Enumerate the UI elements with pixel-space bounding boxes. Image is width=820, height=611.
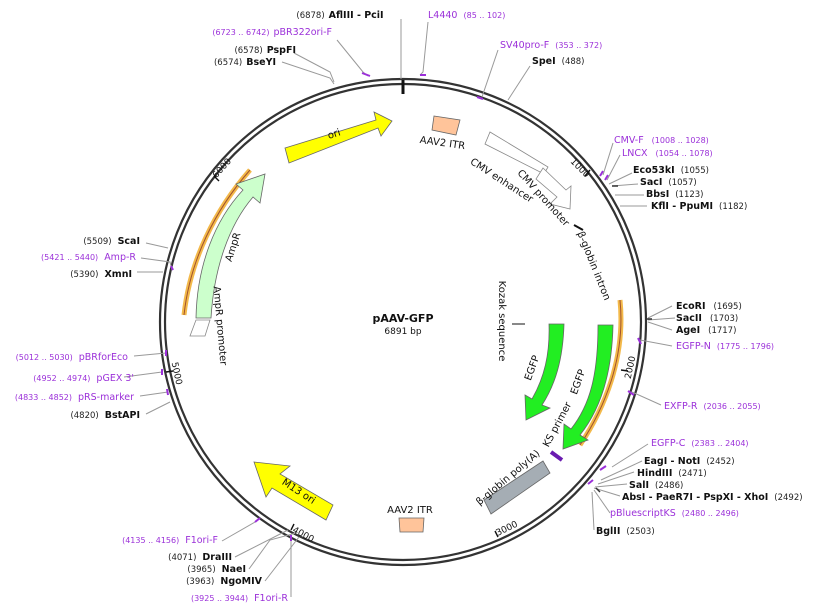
ori-arrow <box>284 111 393 164</box>
label-exfp-r: EXFP-R(2036 .. 2055) <box>664 401 761 412</box>
feature-label-beta-globin-intron: β-globin intron <box>574 230 612 302</box>
label-ngomiv: (3963)NgoMIV <box>186 576 263 587</box>
label-pgex3: (4952 .. 4974)pGEX 3' <box>33 373 134 384</box>
label-absi-xhoi: AbsI - PaeR7I - PspXI - XhoI(2492) <box>622 492 803 503</box>
tick-label-1000: 1000 <box>568 157 591 180</box>
label-f1ori-r: (3925 .. 3944)F1ori-R <box>191 593 288 604</box>
beta-globin-intron-mark <box>573 224 584 231</box>
aav2-itr-bottom <box>398 517 425 533</box>
label-egfp-n: EGFP-N(1775 .. 1796) <box>676 341 774 352</box>
label-scai: (5509)ScaI <box>83 236 140 247</box>
label-sali: SalI(2486) <box>629 480 683 491</box>
label-agei: AgeI(1717) <box>676 325 736 336</box>
label-naei: (3965)NaeI <box>187 564 246 575</box>
label-bseyi: (6574)BseYI <box>214 57 276 68</box>
label-eco53ki: Eco53kI(1055) <box>633 165 709 176</box>
label-kfli-ppumi: KflI - PpuMI(1182) <box>651 201 747 212</box>
cmv-enhancer-arrow <box>484 131 549 175</box>
egfp-highlight-core <box>579 299 622 446</box>
leader-lines <box>123 19 676 597</box>
m13-ori-arrow <box>253 461 334 521</box>
feature-label-aav2-itr-bottom: AAV2 ITR <box>387 505 433 516</box>
label-saci: SacI(1057) <box>640 177 697 188</box>
label-lncx: LNCX(1054 .. 1078) <box>622 148 713 159</box>
label-sacii: SacII(1703) <box>676 313 738 324</box>
plasmid-name: pAAV-GFP <box>372 312 433 325</box>
label-cmv-f: CMV-F(1008 .. 1028) <box>614 135 709 146</box>
label-spei: SpeI(488) <box>532 56 584 67</box>
backbone-outer <box>158 77 648 567</box>
coordinate-ticks <box>165 169 629 538</box>
label-bstapi: (4820)BstAPI <box>70 410 140 421</box>
ampr-arrow <box>195 173 266 319</box>
tick-label-5000: 5000 <box>169 361 184 386</box>
feature-label-aav2-itr-top: AAV2 ITR <box>419 135 466 152</box>
label-hindiii: HindIII(2471) <box>637 468 707 479</box>
plasmid-length: 6891 bp <box>384 327 421 337</box>
egfp-arrow-inner <box>524 323 565 421</box>
feature-label-ori: ori <box>326 127 342 141</box>
label-bglii: BglII(2503) <box>596 526 655 537</box>
feature-label-egfp-inner: EGFP <box>523 354 542 382</box>
label-l4440: L4440(85 .. 102) <box>428 10 505 21</box>
label-f1ori-f: (4135 .. 4156)F1ori-F <box>122 535 218 546</box>
label-sv40pro-f: SV40pro-F(353 .. 372) <box>500 40 602 51</box>
label-draiii: (4071)DraIII <box>168 552 232 563</box>
aav2-itr-top <box>431 115 461 136</box>
label-pbluescriptks: pBluescriptKS(2480 .. 2496) <box>610 508 739 519</box>
label-egfp-c: EGFP-C(2383 .. 2404) <box>651 438 749 449</box>
label-xmni: (5390)XmnI <box>70 269 132 280</box>
ampr-promoter-arrow <box>189 319 211 337</box>
feature-label-egfp-outer: EGFP <box>569 368 588 396</box>
beta-globin-polya-box <box>483 460 551 515</box>
label-ecori: EcoRI(1695) <box>676 301 742 312</box>
label-bbsi: BbsI(1123) <box>646 189 704 200</box>
feature-label-kozak: Kozak sequence <box>496 281 507 362</box>
primer-marks <box>161 72 642 541</box>
feature-label-ampr-promoter: AmpR promoter <box>211 286 229 367</box>
ks-primer-mark <box>549 450 564 462</box>
label-amp-r: (5421 .. 5440)Amp-R <box>41 252 136 263</box>
label-prs-marker: (4833 .. 4852)pRS-marker <box>15 392 134 403</box>
label-eagi-noti: EagI - NotI(2452) <box>644 456 735 467</box>
tick-label-2000: 2000 <box>624 355 639 380</box>
site-marks <box>595 185 652 493</box>
label-pbrforeco: (5012 .. 5030)pBRforEco <box>16 352 129 363</box>
tick-label-4000: 4000 <box>290 525 315 545</box>
label-aflIII-pciI: (6878)AflIII - PciI <box>296 10 383 21</box>
tick-label-6000: 6000 <box>211 157 234 181</box>
label-pspfi: (6578)PspFI <box>234 45 296 56</box>
cmv-promoter-arrow <box>535 167 572 210</box>
label-pbr322ori-f: (6723 .. 6742)pBR322ori-F <box>212 27 332 38</box>
egfp-arrow-outer <box>562 324 614 450</box>
